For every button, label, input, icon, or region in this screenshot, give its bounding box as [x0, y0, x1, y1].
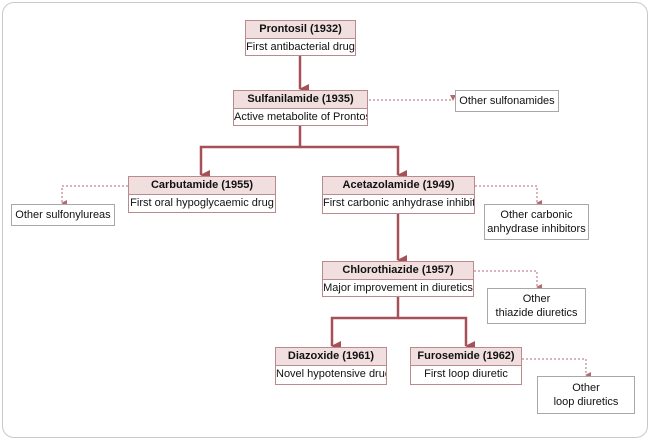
other-thiazide-label: Other thiazide diuretics: [495, 293, 578, 319]
other-sulfonylureas-box: Other sulfonylureas: [11, 204, 115, 226]
node-chlorothiazide-desc: Major improvement in diuretics: [323, 282, 473, 294]
node-carbutamide: Carbutamide (1955) First oral hypoglycae…: [128, 176, 276, 213]
dotted-arrow-other-carbonic: [475, 185, 542, 206]
other-loop-label: Other loop diuretics: [553, 382, 619, 408]
node-sulfanilamide-title: Sulfanilamide (1935): [234, 91, 367, 109]
node-acetazolamide-desc: First carbonic anhydrase inhibitor: [323, 197, 474, 209]
node-chlorothiazide: Chlorothiazide (1957) Major improvement …: [322, 261, 474, 297]
other-carbonic-label: Other carbonic anhydrase inhibitors: [487, 209, 586, 235]
node-carbutamide-desc: First oral hypoglycaemic drug: [130, 197, 274, 209]
node-prontosil: Prontosil (1932) First antibacterial dru…: [245, 20, 356, 56]
dotted-arrow-other-thiazide: [474, 270, 542, 290]
node-sulfanilamide: Sulfanilamide (1935) Active metabolite o…: [233, 90, 368, 126]
node-prontosil-title: Prontosil (1932): [246, 21, 355, 39]
other-carbonic-box: Other carbonic anhydrase inhibitors: [484, 204, 589, 240]
node-sulfanilamide-desc: Active metabolite of Prontosil: [234, 111, 367, 123]
node-furosemide: Furosemide (1962) First loop diuretic: [410, 347, 522, 385]
dotted-arrow-other-sulfonylureas: [61, 185, 128, 206]
arrow-chlorothiazide-to-furosemide: [398, 316, 475, 351]
other-sulfonamides-label: Other sulfonamides: [459, 95, 555, 107]
node-acetazolamide-title: Acetazolamide (1949): [323, 177, 474, 195]
arrow-sulfanilamide-branch: [199, 126, 302, 180]
other-sulfonylureas-label: Other sulfonylureas: [15, 209, 111, 221]
arrow-sulfanilamide-to-acetazolamide: [300, 145, 407, 180]
arrow-chlorothiazide-to-diazoxide: [330, 297, 400, 351]
node-furosemide-title: Furosemide (1962): [411, 348, 521, 366]
node-furosemide-desc: First loop diuretic: [424, 368, 508, 380]
dotted-arrow-other-loop: [522, 358, 591, 378]
node-acetazolamide: Acetazolamide (1949) First carbonic anhy…: [322, 176, 475, 214]
other-loop-box: Other loop diuretics: [537, 376, 635, 414]
other-sulfonamides-box: Other sulfonamides: [455, 90, 559, 112]
other-thiazide-box: Other thiazide diuretics: [487, 288, 586, 324]
node-prontosil-desc: First antibacterial drug: [246, 41, 355, 53]
node-carbutamide-title: Carbutamide (1955): [129, 177, 275, 195]
node-chlorothiazide-title: Chlorothiazide (1957): [323, 262, 473, 280]
node-diazoxide-desc: Novel hypotensive drug: [276, 368, 386, 380]
node-diazoxide-title: Diazoxide (1961): [276, 348, 386, 366]
node-diazoxide: Diazoxide (1961) Novel hypotensive drug: [275, 347, 387, 385]
